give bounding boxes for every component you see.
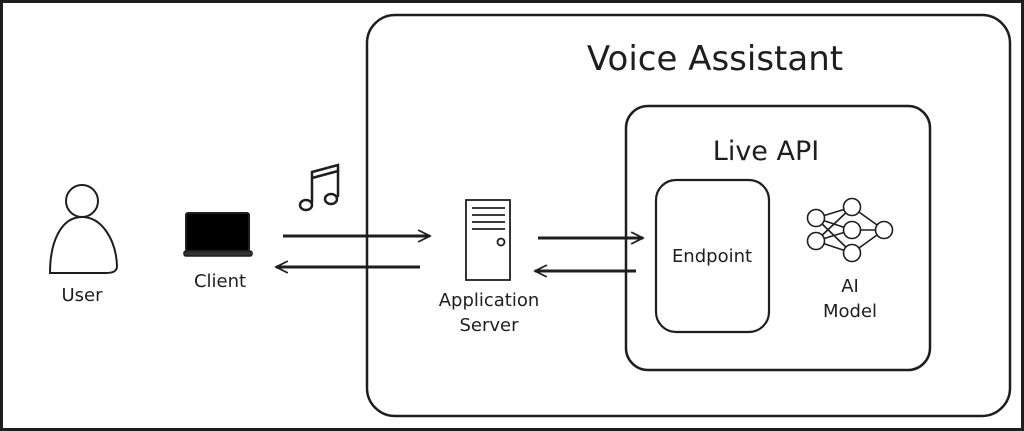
ai-model-label-line1: AI: [841, 276, 859, 297]
live-api-group: Live API: [624, 104, 932, 372]
laptop-icon: [183, 212, 253, 257]
user-label: User: [61, 285, 103, 306]
voice-assistant-group: Voice Assistant: [365, 13, 1012, 418]
ai-model-node: AI Model: [806, 197, 894, 322]
person-icon: [48, 184, 119, 274]
ai-model-label-line2: Model: [823, 301, 877, 322]
application-server-label-line2: Server: [459, 315, 519, 336]
neural-network-icon: [806, 197, 894, 263]
endpoint-node: Endpoint: [654, 178, 771, 334]
application-server-node: Application Server: [439, 199, 540, 336]
music-note-icon: [298, 163, 340, 212]
client-label: Client: [194, 271, 246, 292]
voice-assistant-title: Voice Assistant: [587, 39, 843, 79]
user-node: User: [48, 184, 119, 306]
server-icon: [465, 199, 511, 281]
live-api-title: Live API: [713, 136, 819, 167]
client-node: Client: [183, 212, 253, 292]
application-server-label-line1: Application: [439, 290, 540, 311]
endpoint-label: Endpoint: [672, 246, 752, 267]
